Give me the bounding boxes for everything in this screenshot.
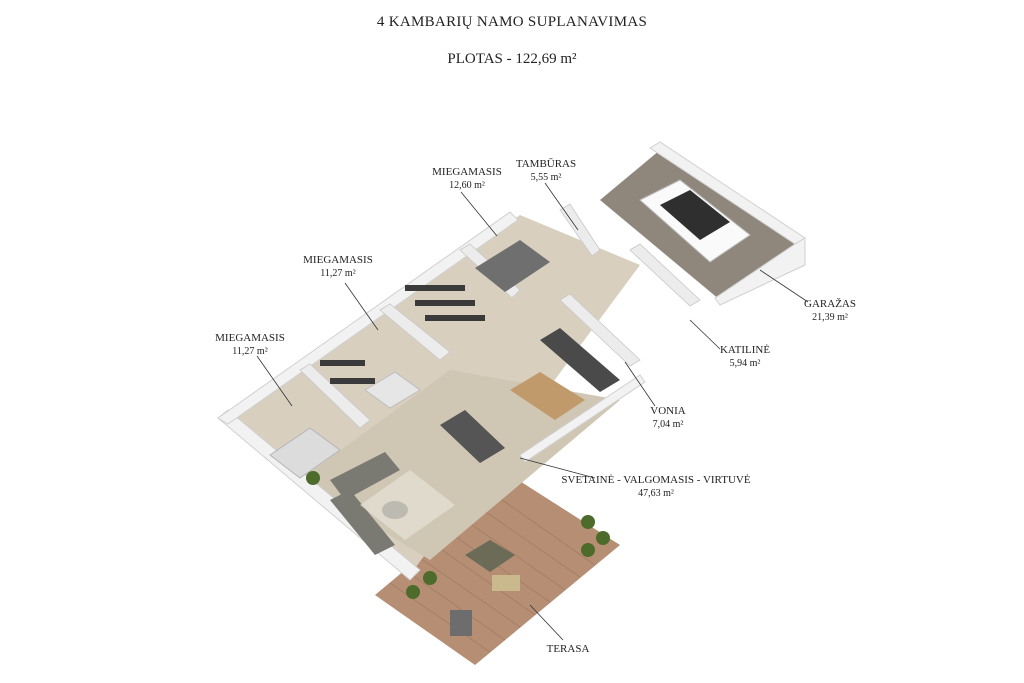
partition-bed2 xyxy=(379,303,451,361)
sofa-chaise xyxy=(330,490,395,555)
desk-3 xyxy=(425,315,485,321)
partition-bath xyxy=(559,293,641,367)
leader-terrace xyxy=(529,604,564,641)
desk-5 xyxy=(330,378,375,384)
terrace-table xyxy=(492,575,520,591)
desk-1 xyxy=(405,285,465,291)
bed-2 xyxy=(364,371,421,409)
total-area: PLOTAS - 122,69 m² xyxy=(447,51,577,67)
dining-table xyxy=(440,410,505,463)
room-name: KATILINĖ xyxy=(719,344,771,356)
partition-boiler xyxy=(629,243,701,307)
grill xyxy=(450,610,472,636)
terrace-sofa xyxy=(465,540,515,572)
wall-south-inner xyxy=(519,374,646,463)
room-name: MIEGAMASIS xyxy=(303,254,373,266)
label-terrace: TERASA xyxy=(547,643,590,656)
plant-icon xyxy=(596,531,610,545)
partition-vestibule xyxy=(559,203,601,257)
label-living: SVETAINĖ - VALGOMASIS - VIRTUVĖ 47,63 m² xyxy=(561,474,750,500)
leader-bedroom-2 xyxy=(344,282,379,331)
label-bedroom-2: MIEGAMASIS 11,27 m² xyxy=(303,254,373,280)
label-vestibule: TAMBŪRAS 5,55 m² xyxy=(516,158,576,184)
label-bedroom-3: MIEGAMASIS 12,60 m² xyxy=(432,166,502,192)
label-garage: GARAŽAS 21,39 m² xyxy=(804,298,856,324)
leader-bedroom-3 xyxy=(460,191,498,237)
room-name: MIEGAMASIS xyxy=(215,332,285,344)
label-boiler: KATILINĖ 5,94 m² xyxy=(720,344,770,370)
label-bathroom: VONIA 7,04 m² xyxy=(650,405,685,431)
wall-northwest xyxy=(217,211,519,425)
bed-1 xyxy=(269,427,341,479)
plant-icon xyxy=(306,471,320,485)
leader-bedroom-1 xyxy=(256,355,293,407)
room-area: 11,27 m² xyxy=(232,346,268,357)
leader-vestibule xyxy=(544,182,579,231)
leader-living xyxy=(519,457,596,479)
kitchen-counter xyxy=(540,328,620,392)
leader-boiler xyxy=(689,319,721,350)
leader-bathroom xyxy=(624,361,656,407)
desk-4 xyxy=(320,360,365,366)
room-area: 12,60 m² xyxy=(449,180,485,191)
room-name: VONIA xyxy=(650,405,686,417)
plant-icon xyxy=(581,543,595,557)
room-area: 47,63 m² xyxy=(638,488,674,499)
room-name: SVETAINĖ - VALGOMASIS - VIRTUVĖ xyxy=(561,474,751,486)
rug xyxy=(360,470,455,540)
room-name: TERASA xyxy=(546,643,590,655)
wall-garage-east xyxy=(714,237,806,306)
sofa xyxy=(330,452,400,500)
kitchen-island xyxy=(510,372,585,420)
terrace-deck xyxy=(375,478,620,665)
label-bedroom-1: MIEGAMASIS 11,27 m² xyxy=(215,332,285,358)
room-area: 21,39 m² xyxy=(812,312,848,323)
room-name: MIEGAMASIS xyxy=(432,166,502,178)
room-area: 7,04 m² xyxy=(652,419,684,430)
room-area: 11,27 m² xyxy=(320,268,356,279)
leader-garage xyxy=(759,269,809,303)
plan-title: 4 KAMBARIŲ NAMO SUPLANAVIMAS xyxy=(376,14,648,30)
room-area: 5,55 m² xyxy=(530,172,562,183)
room-name: TAMBŪRAS xyxy=(515,158,577,170)
desk-2 xyxy=(415,300,475,306)
plant-icon xyxy=(581,515,595,529)
room-name: GARAŽAS xyxy=(804,298,856,310)
room-area: 5,94 m² xyxy=(729,358,761,369)
partition-bed1 xyxy=(299,363,371,429)
plant-icon xyxy=(406,585,420,599)
plant-icon xyxy=(423,571,437,585)
bed-3 xyxy=(475,240,550,292)
car xyxy=(639,179,751,263)
